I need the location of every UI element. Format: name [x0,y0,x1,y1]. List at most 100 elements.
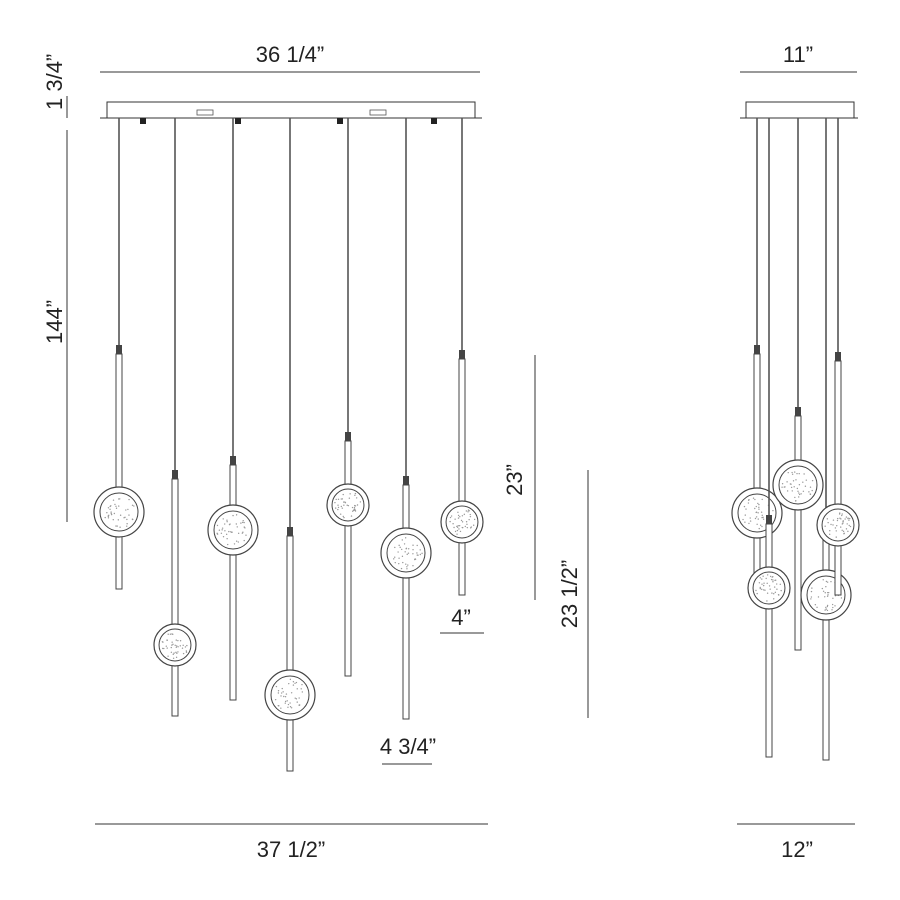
bubble-texture [242,531,244,533]
bubble-texture [125,509,127,511]
bubble-texture [115,507,118,509]
bubble-texture [170,651,173,654]
bubble-texture [794,500,797,502]
bubble-texture [470,526,473,528]
bubble-texture [459,530,462,533]
bubble-texture [841,513,843,515]
bubble-texture [301,683,303,686]
bubble-texture [337,504,339,506]
bubble-texture [464,525,467,528]
bubble-texture [343,504,345,506]
bubble-texture [343,501,345,503]
bubble-texture [161,641,164,643]
bubble-texture [182,652,185,655]
bubble-texture [465,521,468,523]
cable-connector [459,350,465,359]
bubble-texture [757,512,759,514]
bubble-texture [794,496,796,499]
bubble-texture [461,526,463,529]
bubble-texture [132,518,134,521]
bubble-texture [792,480,795,482]
bubble-texture [839,512,841,514]
bubble-texture [221,529,223,531]
bubble-texture [175,656,178,659]
bubble-texture [791,473,794,475]
bubble-texture [289,702,291,704]
bubble-texture [400,567,403,570]
bubble-texture [401,555,404,558]
bubble-texture [133,505,135,507]
canopy-height-label: 1 3/4” [42,54,67,110]
bubble-texture [763,582,765,584]
bubble-texture [756,523,758,525]
bubble-texture [177,651,179,653]
bubble-texture [811,587,813,589]
bubble-texture [337,506,340,509]
bubble-texture [756,592,758,595]
bubble-texture [289,706,292,708]
front-canopy-screw [369,109,387,116]
bubble-texture [459,516,461,518]
bubble-texture [766,592,769,594]
bubble-texture [334,501,336,504]
bubble-texture [226,519,228,521]
bubble-texture [790,486,793,489]
bubble-texture [342,493,344,496]
bubble-texture [126,518,128,521]
bubble-texture [116,525,118,527]
bubble-texture [171,641,173,643]
bubble-texture [772,509,774,512]
bubble-texture [282,691,284,693]
canopy-depth-label: 11” [783,42,813,67]
bubble-texture [401,548,403,551]
bubble-texture [341,498,344,500]
bubble-texture [772,581,774,583]
bubble-texture [349,493,351,495]
bubble-texture [761,516,763,519]
bubble-texture [832,597,834,600]
bubble-texture [407,552,410,554]
bubble-texture [285,693,288,695]
bubble-texture [809,493,812,496]
bubble-texture [353,506,356,509]
glass-disc-inner [270,675,310,715]
bubble-texture [811,489,813,492]
bubble-texture [353,509,355,511]
bubble-texture [123,517,125,519]
small-disc-label: 4” [451,605,471,630]
bubble-texture [800,493,802,495]
bubble-texture [769,588,771,590]
bubble-texture [822,590,825,592]
bubble-texture [245,534,247,536]
bubble-texture [399,546,401,549]
bubble-texture [831,609,833,611]
bubble-texture [452,523,454,525]
bubble-texture [840,597,843,599]
bubble-texture [341,507,344,509]
bubble-texture [283,695,285,698]
bubble-texture [182,644,184,647]
bubble-texture [848,519,850,521]
bubble-texture [747,499,750,502]
bubble-texture [461,515,464,517]
bubble-texture [830,580,832,583]
light-rod [458,358,466,596]
bubble-texture [401,539,403,541]
front-canopy-screw [196,109,214,116]
bubble-texture [784,486,786,488]
bubble-texture [174,644,176,647]
bubble-texture [457,514,460,517]
bubble-texture [810,590,813,593]
bubble-texture [450,515,453,517]
bubble-texture [128,514,130,516]
bubble-texture [166,647,168,649]
bubble-texture [280,695,282,697]
bubble-texture [846,523,848,525]
bubble-texture [230,531,232,533]
glass-disc-inner [778,465,818,505]
bubble-texture [793,486,795,488]
bubble-texture [754,507,756,510]
bubble-texture [280,707,282,709]
bubble-texture [403,543,406,545]
bubble-texture [758,508,760,510]
